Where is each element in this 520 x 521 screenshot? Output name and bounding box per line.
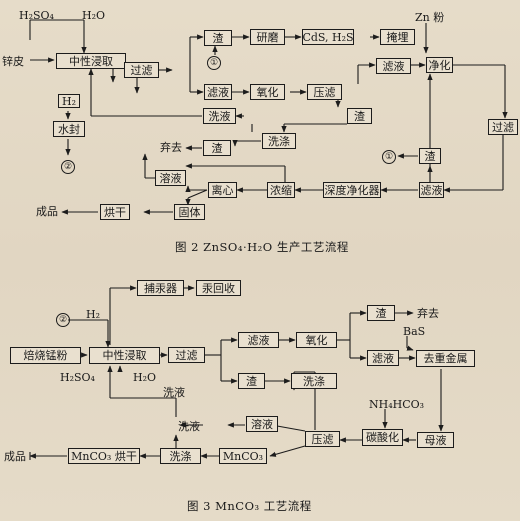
h2o-input-label: H₂O xyxy=(82,9,106,22)
fig3-h2-label: H₂ xyxy=(86,308,101,321)
fig3-oxidize-box: 氧化 xyxy=(296,332,337,348)
carbonate-box: 碳酸化 xyxy=(362,429,403,446)
fig3-discard-label: 弃去 xyxy=(417,307,439,320)
slag1-box: 渣 xyxy=(204,30,232,46)
fig3-solution-box: 溶液 xyxy=(246,416,278,432)
fig3-bas-label: BaS xyxy=(403,325,426,338)
product-label: 成品 xyxy=(36,205,58,218)
fig3-filter-box: 过滤 xyxy=(168,347,205,363)
oxidize-box: 氧化 xyxy=(250,84,285,100)
fig3-slag2-box: 渣 xyxy=(238,373,265,389)
fig3-h2o-label: H₂O xyxy=(133,371,157,384)
mother-liquor-box: 母液 xyxy=(417,432,454,448)
bury-box: 掩埋 xyxy=(380,29,415,45)
wash-liquid-box: 洗液 xyxy=(203,108,236,124)
wash-liquid-label-a: 洗液 xyxy=(163,386,185,399)
fig3-slag1-box: 渣 xyxy=(367,305,395,321)
fig3-filtrate1-box: 滤液 xyxy=(238,332,279,348)
mnco3-box: MnCO₃ xyxy=(219,448,267,464)
filter1-box: 过滤 xyxy=(124,62,159,78)
fig3-caption: 图 3 MnCO₃ 工艺流程 xyxy=(187,499,312,513)
slag3-box: 渣 xyxy=(203,140,231,156)
mnco3-dry-box: MnCO₃ 烘干 xyxy=(68,448,140,464)
centrifuge-box: 离心 xyxy=(208,182,237,198)
wash-liquid-label-b: 洗液 xyxy=(178,420,200,433)
cds-h2s-box: CdS, H₂S xyxy=(302,29,354,45)
roasted-mn-box: 焙烧锰粉 xyxy=(10,347,81,364)
h2so4-input-label: H₂SO₄ xyxy=(19,9,54,22)
solution-box: 溶液 xyxy=(155,170,186,186)
purify-box: 净化 xyxy=(426,57,453,73)
solid-box: 固体 xyxy=(174,204,205,220)
fig3-wash1-box: 洗涤 xyxy=(291,373,337,389)
remove-heavy-metal-box: 去重金属 xyxy=(416,350,475,367)
grind-box: 研磨 xyxy=(250,29,285,45)
h2-box: H₂ xyxy=(58,94,80,108)
slag4-box: 渣 xyxy=(419,148,441,164)
circle-1-marker: ① xyxy=(207,56,221,70)
filtrate1-box: 滤液 xyxy=(204,84,232,100)
fig2-caption: 图 2 ZnSO₄·H₂O 生产工艺流程 xyxy=(175,240,349,254)
concentrate-box: 浓缩 xyxy=(267,182,295,198)
fig3-product-label: 成品 xyxy=(4,450,26,463)
wash-box: 洗涤 xyxy=(262,133,296,149)
dry-box: 烘干 xyxy=(100,204,130,220)
foam-trap-box: 捕汞器 xyxy=(137,280,184,296)
zinc-skin-label: 锌皮 xyxy=(2,55,24,68)
fig3-wash2-box: 洗涤 xyxy=(160,448,201,464)
zn-powder-label: Zn 粉 xyxy=(415,11,445,24)
filter2-box: 过滤 xyxy=(488,119,518,135)
fig3-h2so4-label: H₂SO₄ xyxy=(60,371,95,384)
slag2-box: 渣 xyxy=(347,108,372,124)
deep-purifier-box: 深度净化器 xyxy=(323,182,381,198)
circle-1b-marker: ① xyxy=(382,150,396,164)
press-filter-box: 压滤 xyxy=(307,84,342,100)
circle-2-marker: ② xyxy=(61,160,75,174)
filtrate2-box: 滤液 xyxy=(376,58,411,74)
fig3-circle-2-marker: ② xyxy=(56,313,70,327)
filtrate3-box: 滤液 xyxy=(419,182,444,198)
hg-recover-box: 汞回收 xyxy=(196,280,241,296)
neutral-leach-box: 中性浸取 xyxy=(56,53,126,69)
fig3-filtrate2-box: 滤液 xyxy=(367,350,399,366)
fig3-neutral-leach-box: 中性浸取 xyxy=(89,347,160,364)
discard-label: 弃去 xyxy=(160,141,182,154)
water-seal-box: 水封 xyxy=(53,121,85,137)
fig3-press-filter-box: 压滤 xyxy=(305,431,340,447)
fig3-nh4hco3-label: NH₄HCO₃ xyxy=(369,398,425,411)
